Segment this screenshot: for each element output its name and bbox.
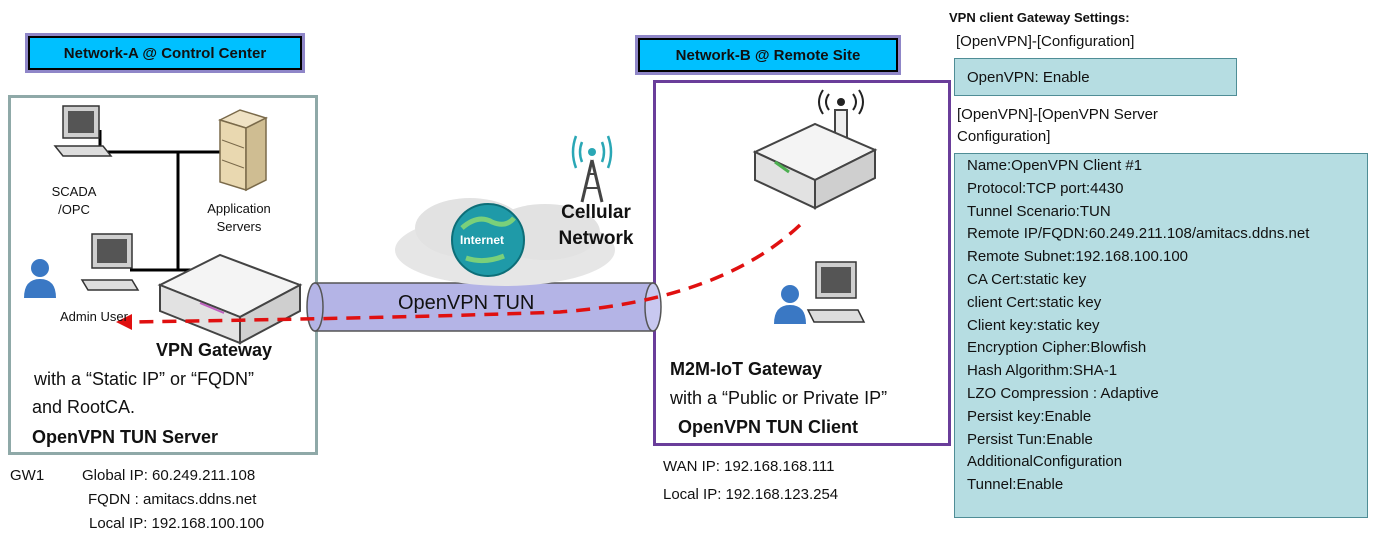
openvpn-enable-text: OpenVPN: Enable <box>967 69 1090 86</box>
config-line: Protocol:TCP port:4430 <box>967 179 1124 197</box>
config-line: Persist key:Enable <box>967 407 1092 425</box>
m2m-gateway-title: M2M-IoT Gateway <box>670 359 823 379</box>
config-line: Tunnel Scenario:TUN <box>967 202 1111 220</box>
application-servers-icon <box>217 109 269 192</box>
gw1-global-ip: Global IP: 60.249.211.108 <box>82 467 256 484</box>
settings-path-1: [OpenVPN]-[Configuration] <box>956 33 1135 50</box>
settings-path-2-line2: Configuration] <box>957 128 1051 145</box>
config-line: Remote Subnet:192.168.100.100 <box>967 248 1189 266</box>
settings-path-2-line1: [OpenVPN]-[OpenVPN Server <box>957 106 1158 123</box>
network-a-frame <box>8 95 318 455</box>
admin-computer-icon <box>80 233 140 291</box>
remote-user-icon <box>774 285 806 324</box>
scada-computer-icon <box>53 105 113 157</box>
network-b-label-text: Network-B @ Remote Site <box>675 46 861 64</box>
config-line: Name:OpenVPN Client #1 <box>967 157 1143 174</box>
config-line: Hash Algorithm:SHA-1 <box>967 362 1118 380</box>
remote-computer-icon <box>806 261 866 323</box>
network-a-label-text: Network-A @ Control Center <box>63 44 267 62</box>
tunnel-label: OpenVPN TUN <box>398 292 535 314</box>
settings-title: VPN client Gateway Settings: <box>949 10 1130 25</box>
config-line: Persist Tun:Enable <box>967 430 1093 448</box>
openvpn-server-label: OpenVPN TUN Server <box>32 427 219 447</box>
openvpn-config-box: Name:OpenVPN Client #1 Protocol:TCP port:… <box>954 153 1368 518</box>
network-a-label: Network-A @ Control Center <box>25 33 305 73</box>
gw1-name: GW1 <box>10 467 45 484</box>
openvpn-client-label: OpenVPN TUN Client <box>678 417 859 437</box>
network-b-label: Network-B @ Remote Site <box>635 35 901 75</box>
config-line: client Cert:static key <box>967 293 1102 311</box>
remote-local-ip: Local IP: 192.168.123.254 <box>663 486 839 503</box>
vpn-gateway-title: VPN Gateway <box>156 340 273 360</box>
config-line: Tunnel:Enable <box>967 476 1064 494</box>
config-line: LZO Compression : Adaptive <box>967 384 1159 402</box>
vpn-gateway-desc-1: with a “Static IP” or “FQDN” <box>34 369 255 389</box>
settings-path-2: [OpenVPN]-[OpenVPN Server Configuration] <box>957 104 1158 148</box>
scada-label-line2: /OPC <box>58 202 90 217</box>
cellular-network-label: Cellular Network <box>548 200 644 252</box>
config-line: Remote IP/FQDN:60.249.211.108/amitacs.dd… <box>967 225 1310 243</box>
vpn-gateway-device-icon <box>157 253 303 345</box>
openvpn-enable-box: OpenVPN: Enable <box>954 58 1237 96</box>
config-line: CA Cert:static key <box>967 270 1087 288</box>
cellular-line2: Network <box>558 228 634 249</box>
admin-user-icon <box>24 259 56 298</box>
config-list: Name:OpenVPN Client #1 Protocol:TCP port:… <box>967 155 1367 497</box>
openvpn-tunnel <box>306 282 662 332</box>
scada-label-line1: SCADA <box>51 184 97 199</box>
m2m-gateway-device-icon <box>752 89 878 210</box>
app-servers-line1: Application <box>207 201 271 216</box>
config-line: Client key:static key <box>967 316 1100 334</box>
vpn-path-line <box>127 223 802 324</box>
scada-label: SCADA /OPC <box>50 183 98 219</box>
app-servers-line2: Servers <box>216 219 262 234</box>
network-b-frame <box>653 80 951 446</box>
vpn-gateway-desc-2: and RootCA. <box>32 397 136 417</box>
config-line: AdditionalConfiguration <box>967 453 1123 471</box>
cellular-line1: Cellular <box>561 202 631 223</box>
vpn-path-arrowhead <box>116 314 132 330</box>
app-servers-label: Application Servers <box>192 200 286 236</box>
config-line: Encryption Cipher:Blowfish <box>967 339 1147 357</box>
gw1-local-ip: Local IP: 192.168.100.100 <box>89 515 265 532</box>
cell-tower-icon <box>571 135 613 203</box>
internet-label: Internet <box>460 233 505 247</box>
m2m-gateway-desc: with a “Public or Private IP” <box>670 388 888 408</box>
internet-globe-icon <box>451 203 525 277</box>
gw1-fqdn: FQDN : amitacs.ddns.net <box>88 491 257 508</box>
admin-user-label: Admin User <box>60 309 128 324</box>
wan-ip: WAN IP: 192.168.168.111 <box>663 458 835 475</box>
